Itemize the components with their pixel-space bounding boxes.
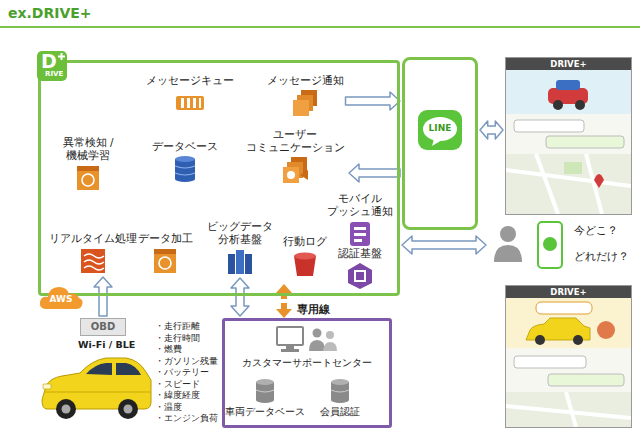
data-item: ・走行距離: [155, 321, 200, 332]
icon-node: モバイル プッシュ通知: [325, 192, 395, 248]
icon-node: 会員認証: [320, 378, 360, 418]
data-item: ・バッテリー: [155, 367, 209, 378]
icon-node: 認証基盤: [338, 247, 382, 290]
service-label: ユーザー コミュニケーション: [243, 128, 347, 154]
label-anchor: Wi-Fi / BLE: [78, 339, 135, 350]
app-screenshot: [506, 70, 631, 214]
data-item: ・スピード: [155, 379, 200, 390]
line-logo: LINE: [418, 110, 462, 150]
block-arrow: [94, 277, 112, 316]
service-icon: [328, 378, 352, 404]
drive-logo: DRIVE: [37, 51, 67, 81]
obd-box: OBD: [80, 318, 126, 336]
data-item: ・走行時間: [155, 333, 200, 344]
service-icon: [345, 220, 375, 248]
service-label: メッセージ通知: [267, 74, 344, 87]
service-icon: [175, 89, 205, 117]
service-label: メッセージキュー: [146, 74, 234, 87]
block-arrow: [480, 121, 503, 139]
data-item: ・燃費: [155, 344, 182, 355]
user-with-phone: [488, 218, 568, 274]
service-icon: [170, 155, 200, 183]
service-icon: [275, 325, 339, 355]
label-anchor: ・燃費: [155, 344, 182, 355]
service-label: 異常検知 / 機械学習: [57, 136, 119, 162]
car-illustration: [42, 358, 151, 419]
service-icon: [290, 250, 320, 278]
label-anchor: ・ガソリン残量: [155, 356, 218, 367]
service-label: 認証基盤: [338, 247, 382, 260]
logo-word: RIVE: [45, 70, 63, 78]
block-arrow: [402, 236, 486, 254]
aws-label: AWS: [38, 282, 84, 305]
connection-label: Wi-Fi / BLE: [78, 339, 135, 350]
service-icon: [78, 247, 108, 275]
label-anchor: ・バッテリー: [155, 367, 209, 378]
data-item: ・温度: [155, 402, 182, 413]
person-box: 今どこ？ どれだけ？: [488, 218, 634, 274]
service-label: ビッグデータ 分析基盤: [205, 220, 275, 246]
service-label: データベース: [152, 140, 218, 153]
icon-node: メッセージキュー: [146, 74, 234, 117]
screen-box: DRIVE+: [505, 285, 632, 428]
service-label: カスタマーサポートセンター: [242, 357, 372, 369]
service-icon: [225, 248, 255, 276]
purple-box: 専用線カスタマーサポートセンター車両データベース会員認証: [222, 318, 392, 428]
line-label: LINE: [418, 123, 462, 134]
plus-mark: [57, 52, 66, 61]
line-box: LINE: [402, 57, 478, 230]
block-arrow: [349, 164, 400, 182]
service-icon: [150, 247, 180, 275]
icon-node: データ加工: [138, 232, 193, 275]
label-anchor: ・走行時間: [155, 333, 200, 344]
aws-box: AWS: [38, 282, 84, 310]
diagram-title: ex.DRIVE+: [8, 5, 92, 22]
icon-node: 行動ログ: [283, 235, 327, 278]
data-item: ・エンジン負荷: [155, 413, 218, 424]
speech-text: 今どこ？: [574, 224, 634, 238]
speech-text: どれだけ？: [574, 250, 634, 264]
service-icon: [290, 89, 320, 117]
service-label: 行動ログ: [283, 235, 327, 248]
label-anchor: ・スピード: [155, 379, 200, 390]
icon-node: 異常検知 / 機械学習: [57, 136, 119, 192]
icon-node: メッセージ通知: [267, 74, 344, 117]
icon-node: データベース: [152, 140, 218, 183]
box-heading: 専用線: [297, 303, 330, 316]
label-anchor: ・温度: [155, 402, 182, 413]
dedicated-line-icon: [276, 284, 292, 318]
title-rule: [0, 26, 640, 28]
icon-node: リアルタイム処理: [49, 232, 137, 275]
icon-node: カスタマーサポートセンター: [242, 325, 372, 369]
service-label: リアルタイム処理: [49, 232, 137, 245]
label-anchor: ・走行距離: [155, 321, 200, 332]
service-icon: [345, 262, 375, 290]
app-header: DRIVE+: [506, 58, 631, 70]
service-icon: [73, 164, 103, 192]
green-box: DRIVEメッセージキューメッセージ通知異常検知 / 機械学習データベースユーザ…: [38, 60, 400, 296]
label-anchor: ・エンジン負荷: [155, 413, 218, 424]
icon-node: ビッグデータ 分析基盤: [205, 220, 275, 276]
label-anchor: ・緯度経度: [155, 390, 200, 401]
data-item: ・緯度経度: [155, 390, 200, 401]
block-arrow: [231, 278, 249, 316]
icon-node: 車両データベース: [225, 378, 305, 418]
obd-label: OBD: [81, 319, 125, 335]
block-arrow: [346, 92, 401, 110]
logo-letter: D: [41, 51, 57, 71]
service-icon: [253, 378, 277, 404]
service-label: 会員認証: [320, 406, 360, 418]
app-screenshot: [506, 298, 631, 427]
app-header: DRIVE+: [506, 286, 631, 298]
service-label: データ加工: [138, 232, 193, 245]
screen-box: DRIVE+: [505, 57, 632, 215]
service-label: モバイル プッシュ通知: [325, 192, 395, 218]
service-label: 車両データベース: [225, 406, 305, 418]
icon-node: ユーザー コミュニケーション: [243, 128, 347, 184]
data-item: ・ガソリン残量: [155, 356, 218, 367]
service-icon: [280, 156, 310, 184]
